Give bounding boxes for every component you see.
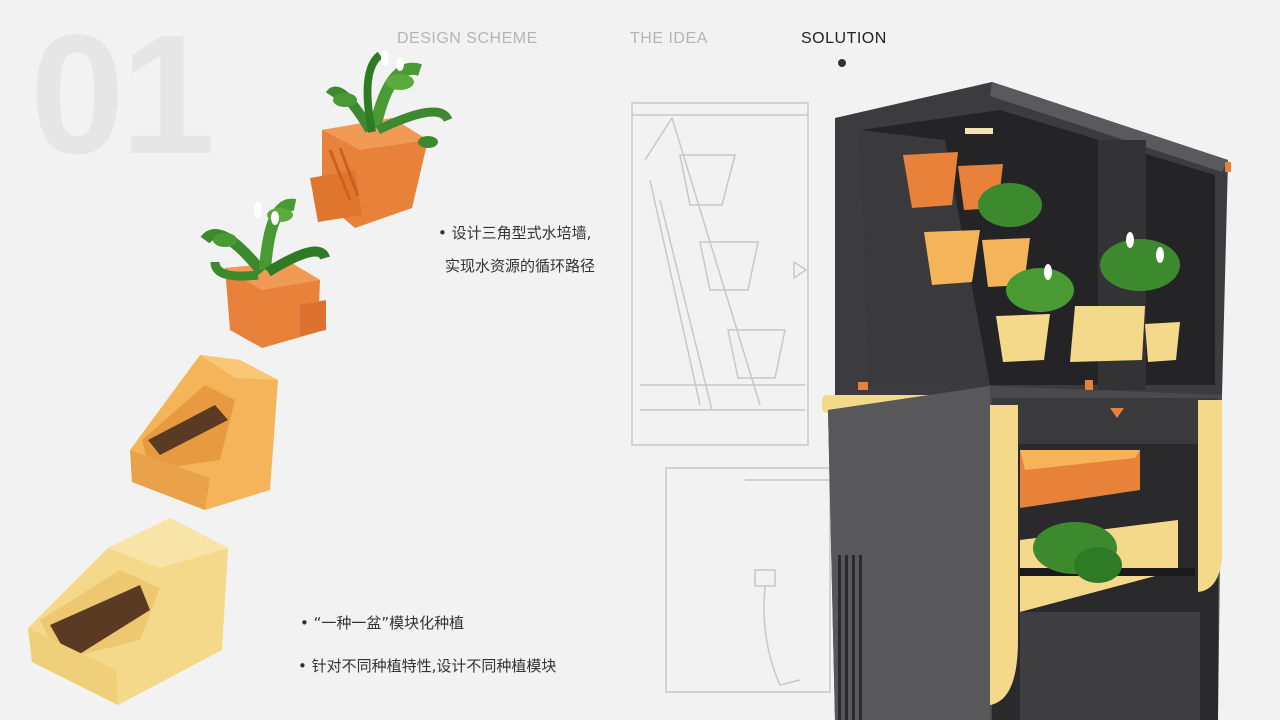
cabinet-product-icon bbox=[822, 82, 1231, 720]
top-nav: DESIGN SCHEME THE IDEA SOLUTION bbox=[0, 30, 1280, 70]
plant-pot-icon bbox=[310, 50, 453, 228]
bullet-line: • 设计三角型式水培墙, bbox=[438, 224, 592, 242]
bullet-line: 实现水资源的循环路径 bbox=[445, 257, 596, 275]
tab-the-idea[interactable]: THE IDEA bbox=[630, 30, 708, 47]
section-number: 01 bbox=[30, 0, 215, 190]
plant-pot-icon bbox=[200, 198, 330, 348]
tab-solution[interactable]: SOLUTION bbox=[801, 30, 887, 47]
planter-module-icon bbox=[130, 355, 278, 510]
wireframe-sketch-icon bbox=[631, 102, 831, 693]
bullet-one-plant-one-pot: • “一种一盆”模块化种植 bbox=[300, 614, 465, 632]
active-tab-indicator bbox=[838, 59, 846, 67]
tab-design-scheme[interactable]: DESIGN SCHEME bbox=[397, 30, 538, 47]
planter-module-icon bbox=[28, 518, 228, 705]
bullet-triangle-wall: • 设计三角型式水培墙, 实现水资源的循环路径 bbox=[438, 222, 595, 276]
bullet-different-modules: • 针对不同种植特性,设计不同种植模块 bbox=[298, 657, 557, 675]
